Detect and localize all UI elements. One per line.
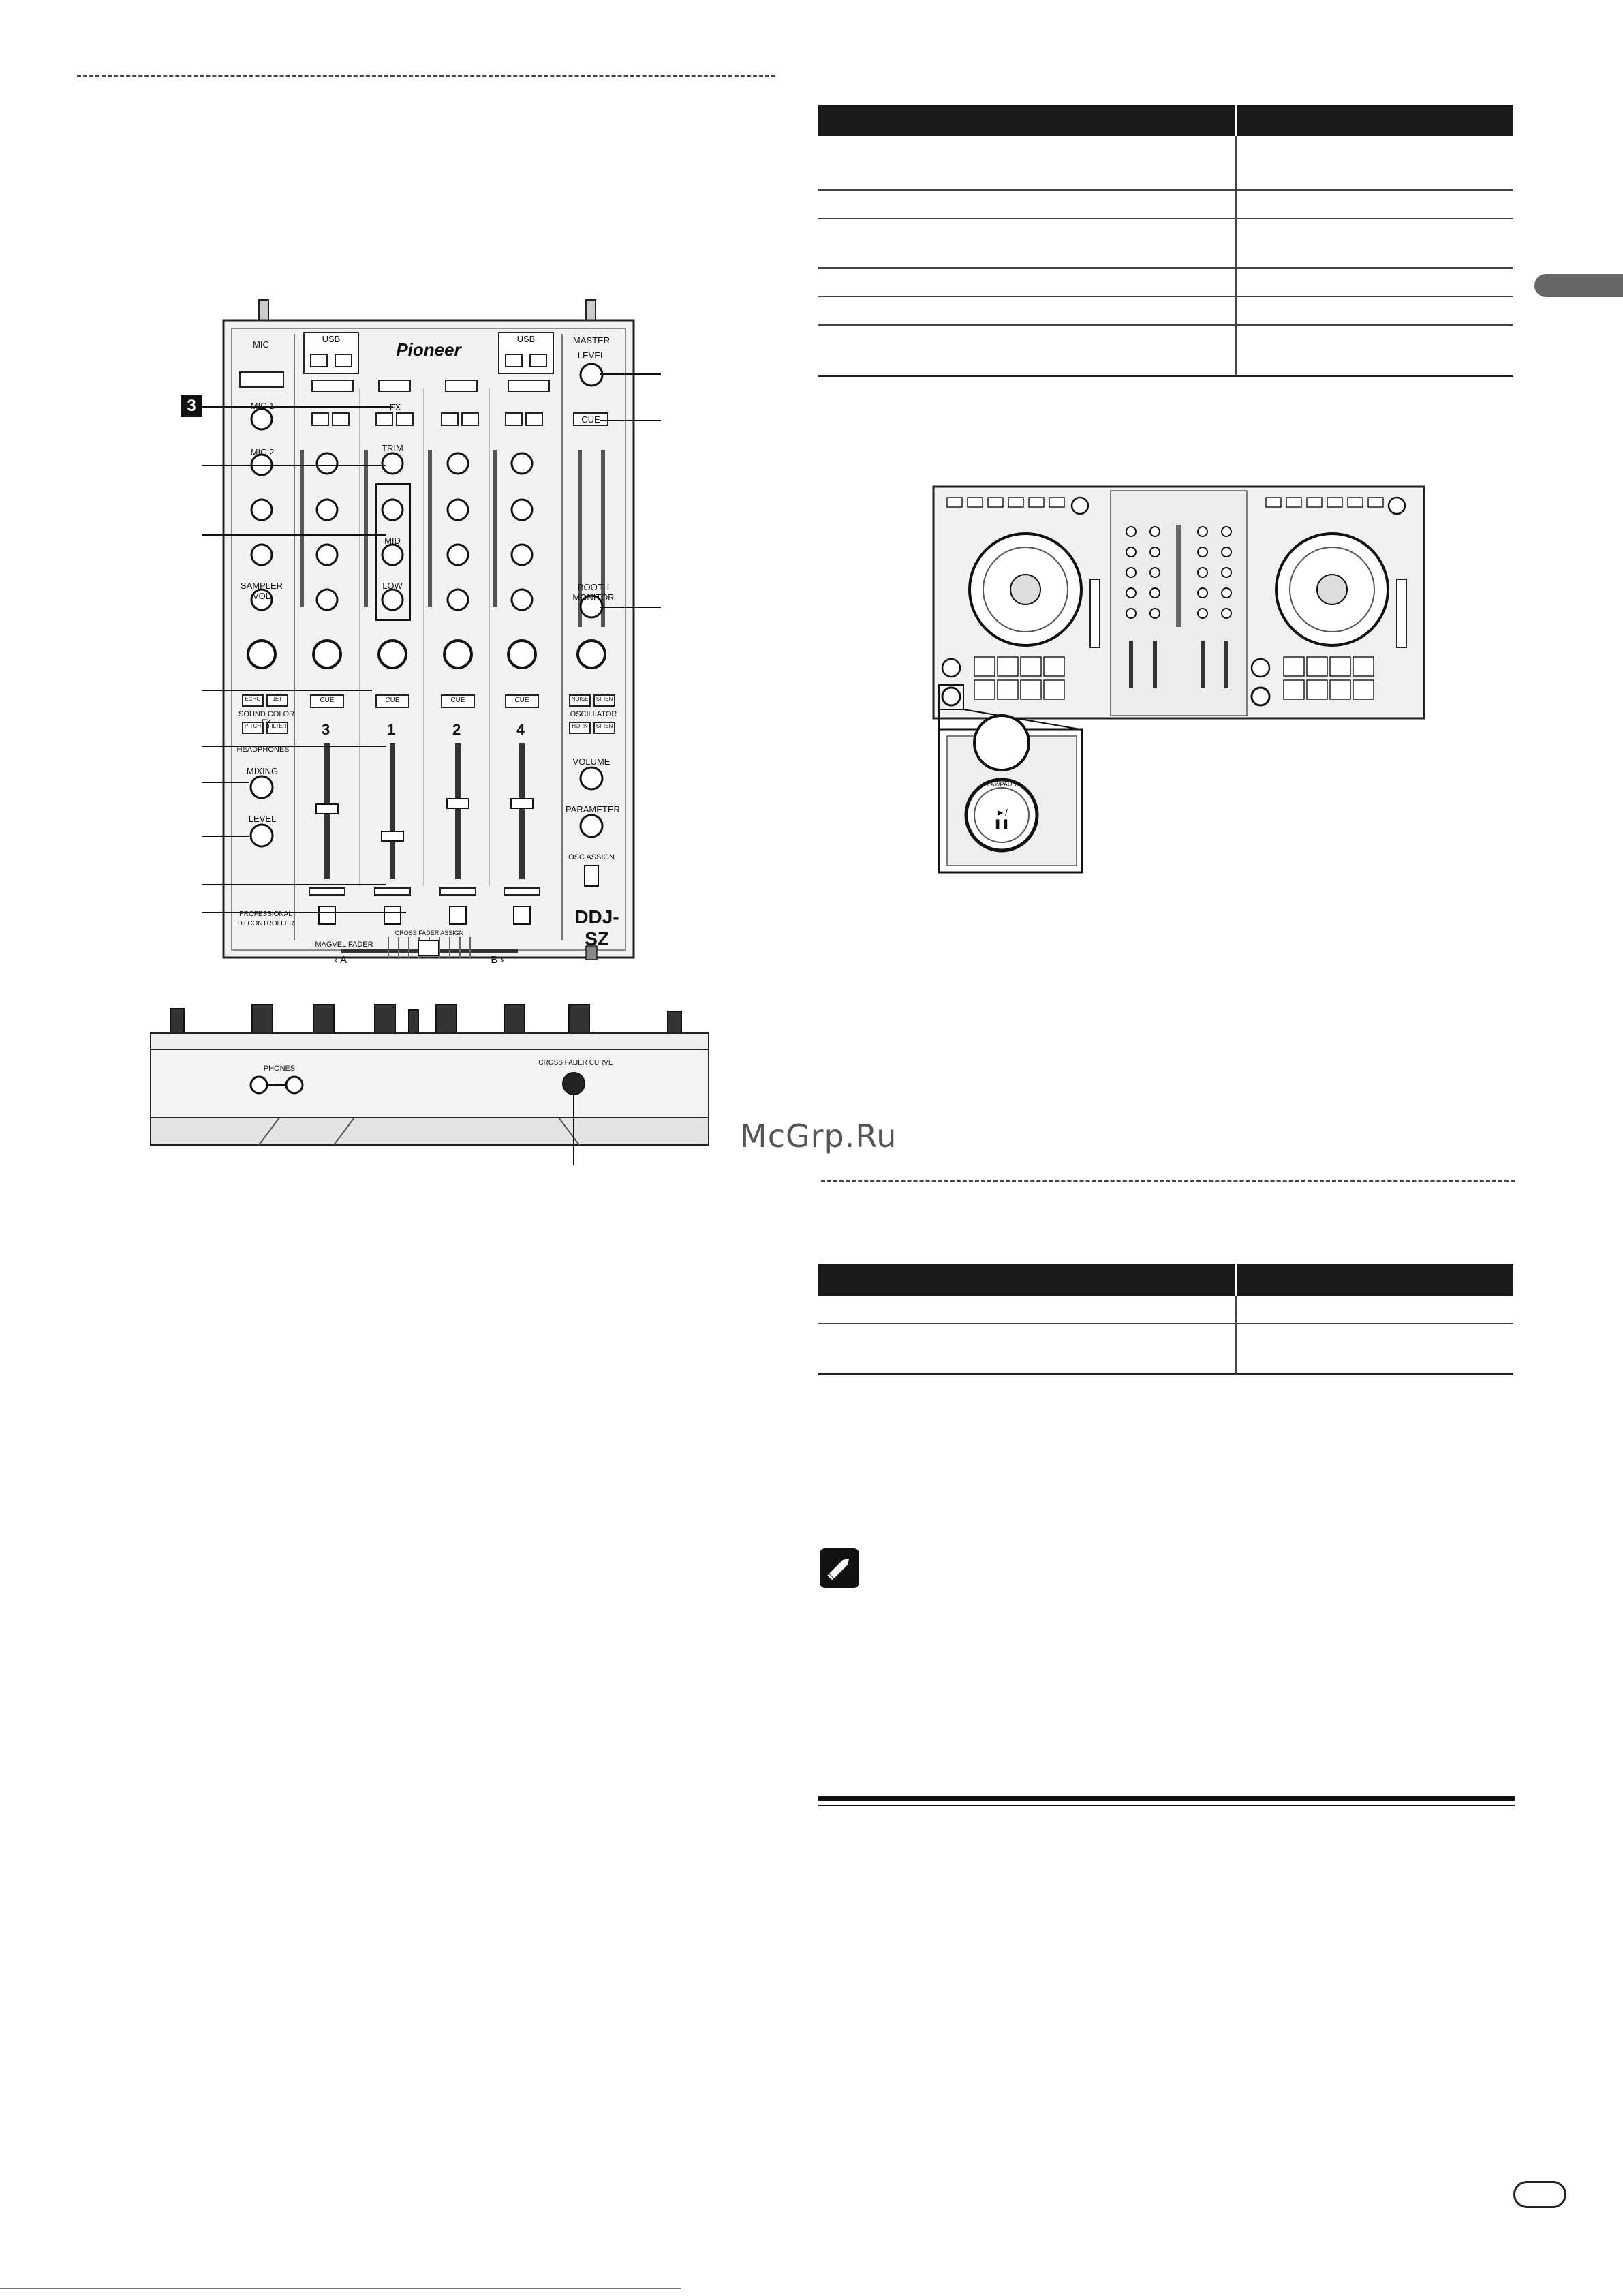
play-pause-label: PLAY/PAUSE (983, 781, 1021, 788)
trim-label-ch1: TRIM (382, 443, 403, 453)
callout-left-8 (202, 912, 406, 913)
sound-color-fx-label: SOUND COLOR FX (238, 710, 294, 726)
section-end-rule (818, 1796, 1515, 1801)
table-1-row-5 (818, 297, 1513, 326)
table-2-row-1 (818, 1296, 1513, 1324)
osc-assign-label: OSC ASSIGN (568, 853, 615, 861)
callout-left-2 (202, 534, 386, 536)
table-2-row-2 (818, 1324, 1513, 1375)
language-tab (1534, 274, 1623, 297)
master-label: MASTER (572, 335, 610, 346)
osc-horn-label: HORN (572, 723, 588, 729)
channel-number-4: 4 (516, 721, 525, 738)
parameter-label: PARAMETER (566, 804, 620, 814)
note-icon (820, 1548, 859, 1588)
channel-number-1: 3 (322, 721, 330, 738)
cue-button-label-2: CUE (385, 697, 400, 704)
usb-label-left: USB (322, 334, 341, 344)
callout-right-3 (600, 607, 661, 608)
table-1-row-6 (818, 326, 1513, 377)
section-end-rule-thin (818, 1805, 1515, 1806)
hp-level-label: LEVEL (248, 814, 277, 824)
table-1-header (818, 105, 1513, 136)
side-a-label: ‹ A (334, 954, 347, 966)
volume-label: VOLUME (572, 756, 610, 767)
table-2 (818, 1264, 1513, 1377)
page-number-box (1513, 2181, 1566, 2208)
side-b-label: B › (491, 954, 504, 966)
table-1-row-4 (818, 269, 1513, 297)
table-2-col-divider (1235, 1296, 1237, 1375)
channel-number-3: 2 (452, 721, 461, 738)
front-panel-diagram: PHONES CROSS FADER CURVE (149, 1002, 709, 1165)
callout-left-3 (202, 690, 372, 691)
cross-fader-assign-label: CROSS FADER ASSIGN (395, 930, 464, 936)
booth-monitor-label: BOOTH MONITOR (572, 582, 615, 602)
channel-number-2: 1 (387, 721, 396, 738)
callout-left-5 (202, 782, 249, 783)
cross-fader-curve-label: CROSS FADER CURVE (538, 1059, 613, 1067)
callout-badge: 3 (181, 395, 202, 417)
cue-button-label-1: CUE (320, 697, 335, 704)
callout-left-1 (202, 465, 386, 466)
sfx-jet-label: JET (272, 696, 283, 702)
table-2-divider-header (1235, 1264, 1237, 1296)
table-1-divider-header (1235, 105, 1237, 136)
table-1-row-2 (818, 191, 1513, 219)
usb-label-right: USB (516, 334, 536, 344)
callout-left-6 (202, 836, 249, 837)
controller-illustration (932, 485, 1425, 874)
callout-right-2 (600, 420, 661, 421)
table-1 (818, 105, 1513, 378)
mic-label: MIC (253, 339, 269, 350)
sampler-vol-label: SAMPLER VOL (240, 581, 283, 601)
subtitle-line2: DJ CONTROLLER (237, 920, 294, 928)
low-label-ch1: LOW (382, 581, 403, 591)
callout-line-badge (202, 406, 393, 408)
master-level-label: LEVEL (577, 350, 606, 361)
subtitle-line1: PROFESSIONAL (239, 910, 292, 918)
callout-left-7 (202, 884, 386, 885)
master-cue-label: CUE (581, 414, 600, 425)
brand-logo: Pioneer (396, 339, 461, 360)
table-2-header (818, 1264, 1513, 1296)
oscillator-label: OSCILLATOR (570, 710, 617, 718)
callout-left-4 (202, 746, 386, 747)
sfx-echo-label: ECHO (245, 696, 261, 702)
controller-diagram: PLAY/PAUSE ►/❚❚ (927, 477, 1431, 879)
sfx-pitch-label: PITCH (245, 723, 261, 729)
cue-button-label-3: CUE (450, 697, 465, 704)
fx-label-ch1: FX (389, 402, 401, 412)
callout-right-1 (600, 373, 661, 375)
model-label: DDJ-SZ (574, 906, 619, 949)
mixer-illustration (222, 299, 635, 960)
watermark: McGrp.Ru (740, 1118, 897, 1154)
osc-noise-label: NOISE (571, 696, 589, 702)
mid-label-ch1: MID (384, 536, 401, 546)
magvel-fader-label: MAGVEL FADER (315, 940, 373, 949)
osc-siren-label: SIREN (596, 696, 613, 702)
mixer-diagram: Pioneer MIC USB USB MASTER LEVEL CUE MIC… (184, 293, 675, 966)
footer-rule (0, 2288, 681, 2289)
headphones-label: HEADPHONES (236, 746, 290, 754)
table-1-row-3 (818, 219, 1513, 269)
cue-button-label-4: CUE (514, 697, 529, 704)
mic1-label: MIC 1 (250, 401, 275, 411)
phones-label: PHONES (263, 1065, 296, 1073)
section-rule-left (77, 75, 775, 77)
table-1-row-1 (818, 136, 1513, 191)
front-panel-illustration (149, 1004, 709, 1165)
mic2-label: MIC 2 (250, 447, 275, 457)
sfx-filter-label: FILTER (268, 723, 287, 729)
mixing-label: MIXING (246, 766, 279, 776)
play-pause-button[interactable]: ►/❚❚ (993, 807, 1010, 829)
section-rule-right (821, 1180, 1515, 1182)
table-1-col-divider (1235, 136, 1237, 376)
osc-siren2-label: SIREN (596, 723, 613, 729)
